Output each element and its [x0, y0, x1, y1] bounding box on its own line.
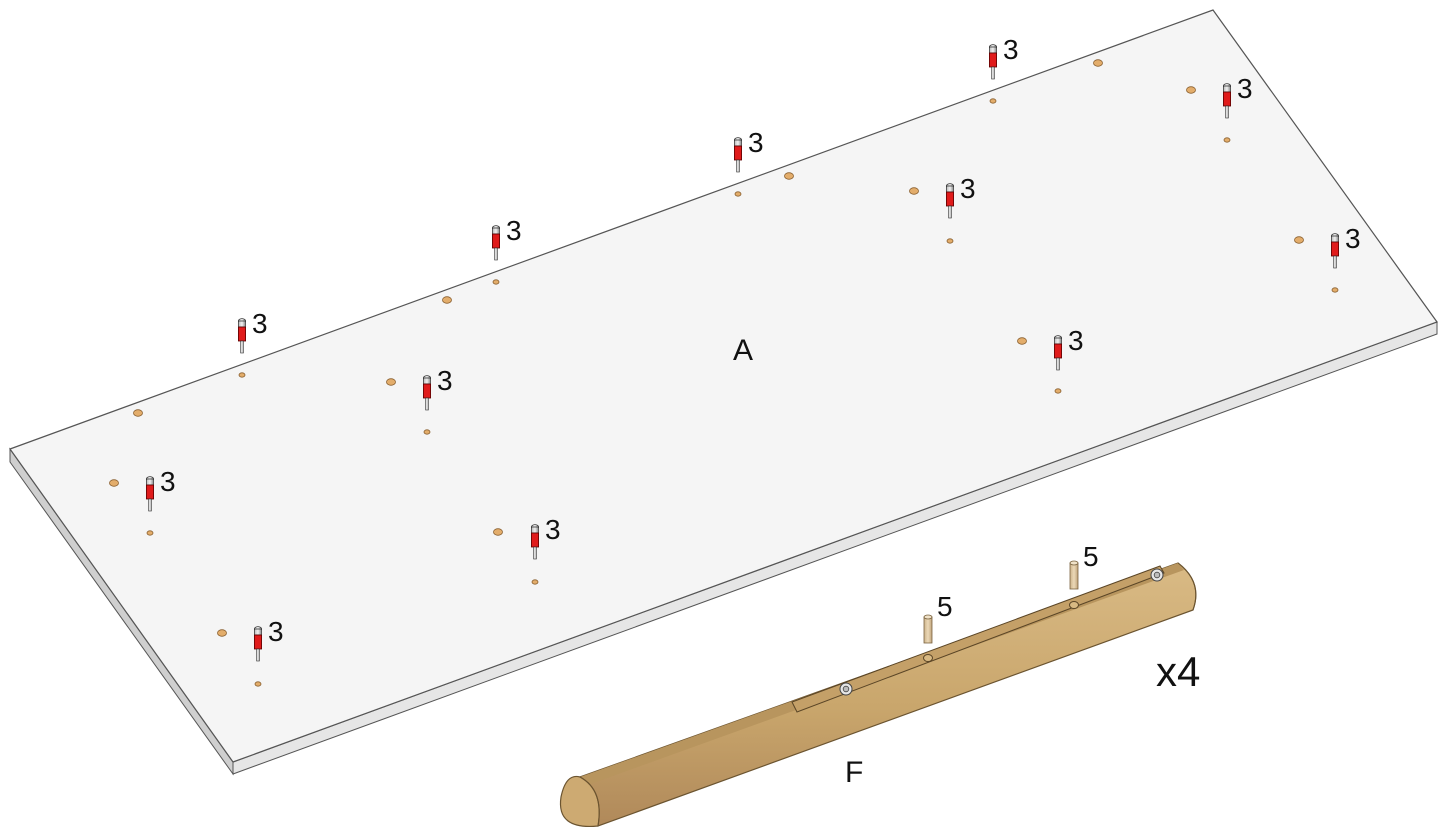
panel-hole: [423, 429, 431, 435]
wood-dowel-icon: [923, 614, 933, 644]
panel-hole: [1294, 236, 1304, 244]
panel-hole: [238, 372, 246, 378]
leg-hole: [1069, 601, 1079, 609]
cam-bolt-callout: 3: [1345, 223, 1361, 254]
panel-hole: [1331, 287, 1339, 293]
cam-fitting-icon: [839, 682, 853, 696]
panel-hole: [989, 98, 997, 104]
cam-bolt-callout: 3: [506, 215, 522, 246]
cam-bolt-callout: 3: [252, 308, 268, 339]
cam-bolt-callout: 3: [1068, 325, 1084, 356]
cam-bolt-icon: [237, 318, 246, 354]
panel-top-face: [9, 9, 1438, 763]
panel-hole: [254, 681, 262, 687]
part-letter-f: F: [845, 756, 863, 789]
cam-bolt-callout: 3: [268, 616, 284, 647]
cam-fitting-icon: [1150, 568, 1164, 582]
dowel-callout: 5: [1083, 541, 1099, 572]
panel-hole: [531, 579, 539, 585]
panel-hole: [442, 296, 452, 304]
cam-bolt-icon: [531, 524, 540, 560]
cam-bolt-icon: [253, 626, 262, 662]
cam-bolt-icon: [946, 183, 955, 219]
cam-bolt-callout: 3: [748, 127, 764, 158]
panel-hole: [909, 187, 919, 195]
panel-hole: [1223, 137, 1231, 143]
panel-hole: [1093, 59, 1103, 67]
panel-holes: [109, 59, 1339, 687]
cam-bolt-icon: [145, 476, 154, 512]
panel-hole: [386, 378, 396, 386]
panel-hole: [109, 479, 119, 487]
cam-bolt-callout: 3: [1237, 73, 1253, 104]
cam-bolt-icon: [989, 44, 998, 80]
cam-bolt-callout: 3: [545, 514, 561, 545]
part-letter-a: A: [733, 334, 753, 367]
panel-hole: [784, 172, 794, 180]
cam-bolt-icon: [734, 137, 743, 173]
panel-hole: [492, 279, 500, 285]
panel-hole: [493, 528, 503, 536]
cam-bolt-callout: 3: [160, 466, 176, 497]
panel-hole: [146, 530, 154, 536]
panel-hole: [1017, 337, 1027, 345]
panel-hole: [734, 191, 742, 197]
panel-hole: [1186, 86, 1196, 94]
cam-bolt-icon: [422, 375, 431, 411]
cam-bolt-callout: 3: [1003, 34, 1019, 65]
wood-dowel-icon: [1069, 560, 1079, 590]
panel-hole: [133, 409, 143, 417]
dowel-callout: 5: [937, 591, 953, 622]
panel-hole: [217, 629, 227, 637]
leg-body: [559, 562, 1197, 828]
cam-bolt-group: 3 3 3 3 3 3 3 3 3 3 3 3: [145, 34, 1361, 662]
panel-hole: [946, 238, 954, 244]
cam-bolt-icon: [1331, 233, 1340, 269]
cam-bolt-icon: [1223, 83, 1232, 119]
leg-f: 5 5 F x4: [559, 541, 1200, 828]
cam-bolt-callout: 3: [437, 365, 453, 396]
panel-hole: [1054, 388, 1062, 394]
cam-bolt-icon: [1054, 335, 1063, 371]
quantity-label: x4: [1156, 648, 1200, 695]
panel-a: [9, 9, 1438, 776]
leg-hole: [923, 654, 933, 662]
cam-bolt-callout: 3: [960, 173, 976, 204]
cam-bolt-icon: [491, 225, 500, 261]
